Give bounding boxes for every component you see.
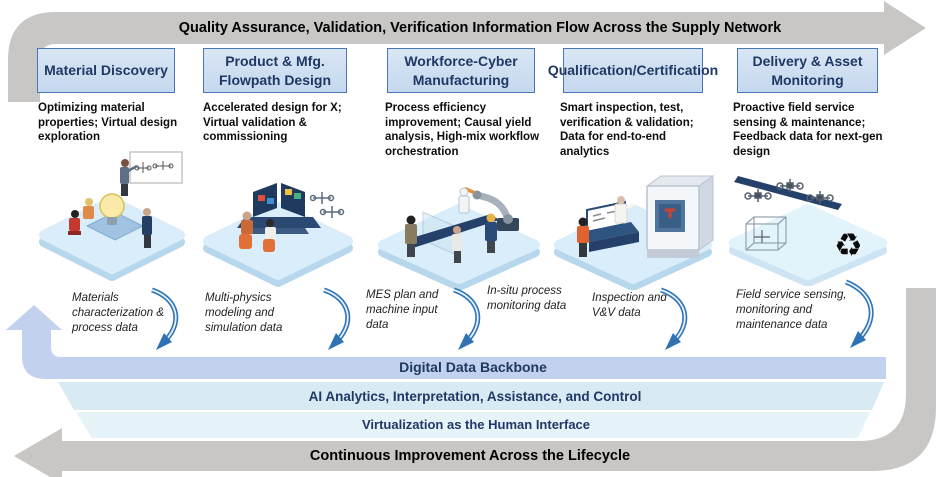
seated-person-orange bbox=[83, 198, 94, 219]
data-label-materials: Materials characterization & process dat… bbox=[72, 292, 165, 334]
worker-figure-1 bbox=[405, 215, 417, 257]
stage-title: Product & Mfg. Flowpath Design bbox=[219, 52, 331, 88]
stage-description-3: Process efficiency improvement; Causal y… bbox=[385, 102, 540, 159]
bottom-feedback-arrow bbox=[14, 288, 936, 477]
technician-labcoat bbox=[614, 196, 636, 224]
seated-person-red bbox=[68, 210, 81, 235]
stage-description-4: Smart inspection, test, verification & v… bbox=[560, 102, 694, 159]
flow-arrow-icon bbox=[323, 287, 351, 350]
stage-box-delivery-monitoring: Delivery & Asset Monitoring bbox=[737, 48, 878, 93]
flowpath-design-illustration bbox=[203, 183, 353, 287]
inspection-machine bbox=[645, 175, 715, 258]
wireframe-box bbox=[745, 216, 787, 251]
data-label-multiphysics: Multi-physics modeling and simulation da… bbox=[205, 292, 283, 334]
drone-icon bbox=[806, 191, 834, 204]
stage-title: Material Discovery bbox=[44, 62, 168, 79]
rail-bar bbox=[734, 176, 842, 210]
stage-title: Workforce-Cyber Manufacturing bbox=[404, 52, 518, 88]
bottom-banner-title: Continuous Improvement Across the Lifecy… bbox=[309, 448, 631, 464]
flow-arrow-icon bbox=[151, 287, 179, 350]
operator-figure-1 bbox=[239, 211, 253, 249]
control-console bbox=[237, 183, 321, 234]
flow-arrow-icon bbox=[845, 279, 874, 348]
drone-model-icons bbox=[309, 192, 345, 218]
stage-title: Delivery & Asset Monitoring bbox=[752, 52, 863, 88]
lightbulb-icon bbox=[99, 193, 125, 225]
analysis-board bbox=[581, 200, 639, 252]
qualification-illustration bbox=[554, 175, 715, 290]
data-label-fieldservice: Field service sensing, monitoring and ma… bbox=[736, 289, 847, 331]
worker-figure-2 bbox=[452, 226, 462, 263]
backbone-label: Digital Data Backbone bbox=[399, 359, 547, 375]
stage-box-flowpath-design: Product & Mfg. Flowpath Design bbox=[203, 48, 347, 93]
flow-arrow-icon bbox=[660, 287, 688, 350]
recycle-icon: ♻ bbox=[834, 227, 863, 263]
data-label-inspection: Inspection and V&V data bbox=[592, 292, 667, 319]
stage-description-1: Optimizing material properties; Virtual … bbox=[38, 102, 178, 144]
stage-box-qualification: Qualification/Certification bbox=[548, 48, 718, 93]
ai-layer-label: AI Analytics, Interpretation, Assistance… bbox=[308, 389, 642, 404]
stage-title: Qualification/Certification bbox=[547, 62, 719, 79]
worker-figure-3 bbox=[485, 213, 497, 253]
stage-box-material-discovery: Material Discovery bbox=[37, 48, 175, 93]
material-discovery-illustration bbox=[39, 151, 185, 281]
backbone-bar bbox=[6, 305, 886, 379]
robot-arm-icon bbox=[464, 187, 519, 231]
delivery-monitoring-illustration: ♻ bbox=[729, 176, 887, 286]
drone-icon bbox=[776, 179, 804, 192]
virtualization-layer-bar bbox=[76, 412, 870, 438]
workforce-cyber-illustration bbox=[378, 187, 540, 290]
conveyor bbox=[405, 214, 499, 248]
virtualization-layer-label: Virtualization as the Human Interface bbox=[361, 417, 591, 432]
stage-description-2: Accelerated design for X; Virtual valida… bbox=[203, 102, 342, 144]
top-flow-arrow bbox=[8, 1, 926, 102]
presenter-figure bbox=[120, 159, 138, 196]
stage-box-workforce-cyber: Workforce-Cyber Manufacturing bbox=[387, 48, 535, 93]
stage-description-5: Proactive field service sensing & mainte… bbox=[733, 102, 883, 159]
data-label-mes: MES plan and machine input data bbox=[366, 289, 439, 331]
humanoid-robot-figure bbox=[458, 187, 470, 214]
top-banner-title: Quality Assurance, Validation, Verificat… bbox=[178, 20, 782, 36]
drone-icon bbox=[744, 189, 772, 202]
technician-orange bbox=[577, 217, 589, 257]
operator-figure-2 bbox=[263, 219, 276, 252]
standing-person-navy bbox=[142, 208, 152, 248]
ai-layer-bar bbox=[58, 382, 884, 410]
data-label-insitu: In-situ process monitoring data bbox=[487, 285, 567, 312]
flow-arrow-icon bbox=[453, 287, 481, 350]
